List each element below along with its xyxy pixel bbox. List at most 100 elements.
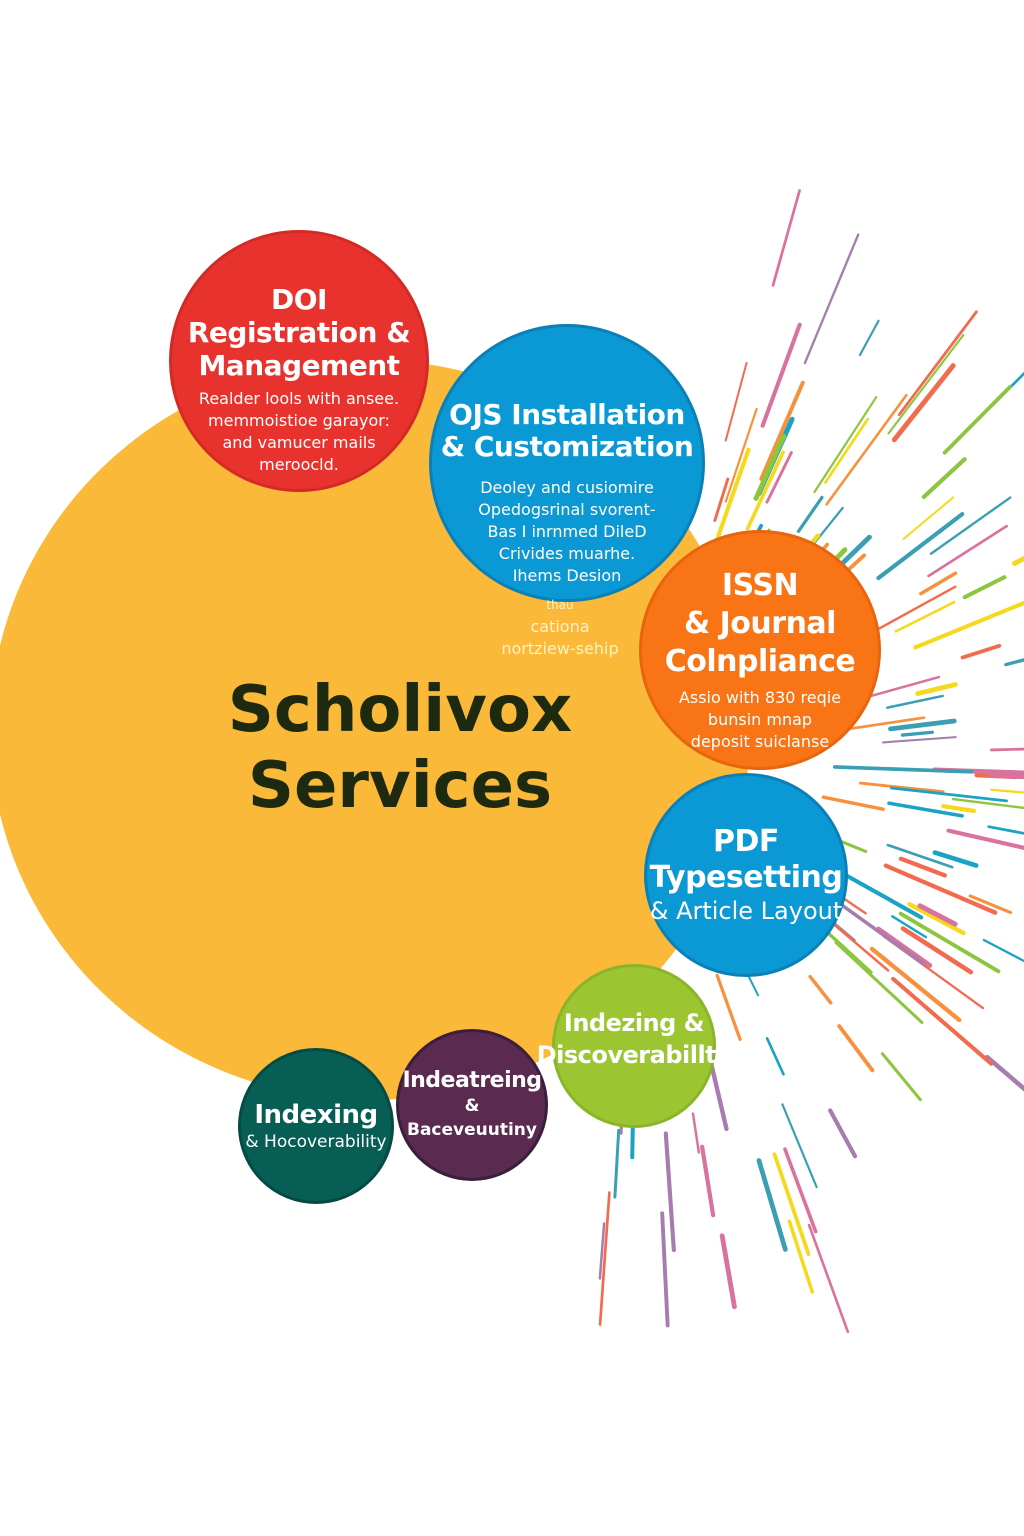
burst-stroke [987,825,1024,835]
burst-stroke [715,973,742,1041]
burst-stroke [917,903,958,927]
burst-stroke [897,310,978,417]
burst-stroke [898,856,947,878]
burst-stroke [825,393,908,506]
burst-stroke [834,940,924,1025]
service-title: PDF Typesetting [650,824,843,896]
burst-stroke [894,600,956,633]
title-line: & Customization [440,430,694,463]
burst-stroke [796,495,824,533]
burst-stroke [771,189,801,287]
title-line: Discoverabillty [536,1041,732,1069]
burst-stroke [907,901,966,936]
burst-stroke [880,1052,922,1102]
burst-stroke [869,946,962,1023]
burst-stroke [765,451,793,504]
burst-stroke [941,804,977,813]
title-line: OJS Installation [449,398,685,431]
desc-line: Ihems Desion [512,566,622,585]
burst-stroke [707,1056,729,1132]
service-title: OJS Installation & Customization [441,399,694,463]
desc-line: Deoley and cusiomire [480,478,654,497]
desc-line: Realder lools with ansee. [198,389,400,408]
title-line: & Journal [684,606,836,641]
title-line: Management [198,349,400,382]
ojs-overflow-text: thau cationa nortziew-sehip [470,594,650,660]
burst-stroke [759,380,805,481]
title-line: DOI [271,283,327,316]
burst-stroke [821,795,885,811]
burst-stroke [891,976,994,1066]
burst-stroke [962,575,1007,600]
burst-stroke [781,1103,818,1189]
burst-stroke [858,781,945,794]
burst-stroke [724,407,758,503]
burst-stroke [613,1128,621,1199]
burst-stroke [990,788,1024,794]
burst-stroke [663,1131,676,1253]
burst-stroke [724,361,748,442]
burst-stroke [783,1147,818,1234]
overflow-line: thau [546,598,574,612]
burst-stroke [919,571,958,596]
burst-stroke [807,1223,850,1334]
burst-stroke [876,926,933,968]
burst-stroke [760,322,802,428]
burst-stroke [858,319,880,357]
burst-stroke [598,1191,611,1326]
burst-stroke [902,496,955,540]
burst-stroke [960,643,1002,660]
hub-title-line1: Scholivox [227,673,573,747]
burst-stroke [900,926,974,975]
service-title: Indezing & Discoverabillty [537,1007,732,1071]
burst-stroke [984,1054,1024,1092]
burst-stroke [927,524,1008,578]
service-desc: Deoley and cusiomire Opedogsrinal svoren… [478,477,655,587]
hub-title: Scholivox Services [200,672,600,824]
burst-stroke [832,765,974,774]
desc-line: bunsin mnap [707,710,813,729]
burst-stroke [753,433,787,501]
burst-stroke [710,447,751,554]
service-doi: DOI Registration & Management Realder lo… [169,230,429,492]
burst-stroke [772,1152,811,1257]
service-indeatreing: Indeatreing & Baceveuutiny [396,1029,548,1181]
burst-stroke [828,1108,858,1159]
overflow-line: nortziew-sehip [501,639,619,658]
desc-line: Opedogsrinal svorent- [478,500,656,519]
burst-stroke [946,828,1024,851]
service-subtitle: & Hocoverability [245,1132,387,1152]
service-discoverability: Indezing & Discoverabillty [537,964,732,1128]
title-line: PDF [713,824,779,859]
burst-stroke [900,730,935,737]
burst-stroke [876,512,965,581]
title-line: Typesetting [649,860,843,895]
burst-stroke [951,797,1024,810]
service-title: ISSN & Journal Colnpliance [665,567,856,681]
burst-stroke [915,682,958,696]
burst-stroke [719,1233,737,1310]
title-line: Registration & [187,316,411,349]
burst-stroke [887,333,965,435]
service-title: Indexing [254,1100,378,1130]
burst-stroke [808,974,833,1005]
burst-stroke [990,747,1024,752]
burst-stroke [598,1222,606,1280]
burst-stroke [745,450,785,531]
service-ojs: OJS Installation & Customization Deoley … [429,324,705,602]
service-subtitle: & Baceveuutiny [407,1096,537,1140]
burst-stroke [813,396,878,494]
title-line: Colnpliance [664,644,856,679]
burst-stroke [765,1037,785,1076]
title-line: ISSN [721,568,799,603]
burst-stroke [891,915,928,939]
desc-line: memmoistioe garayor: [208,411,390,430]
burst-stroke [932,850,979,868]
service-title: DOI Registration & Management [187,283,411,382]
burst-stroke [836,716,926,732]
title-line: Indezing & [563,1009,705,1037]
burst-stroke [888,718,957,732]
burst-stroke [1012,555,1024,566]
burst-stroke [942,384,1013,455]
service-desc: Assio with 830 reqie bunsin mnap deposit… [679,687,841,753]
